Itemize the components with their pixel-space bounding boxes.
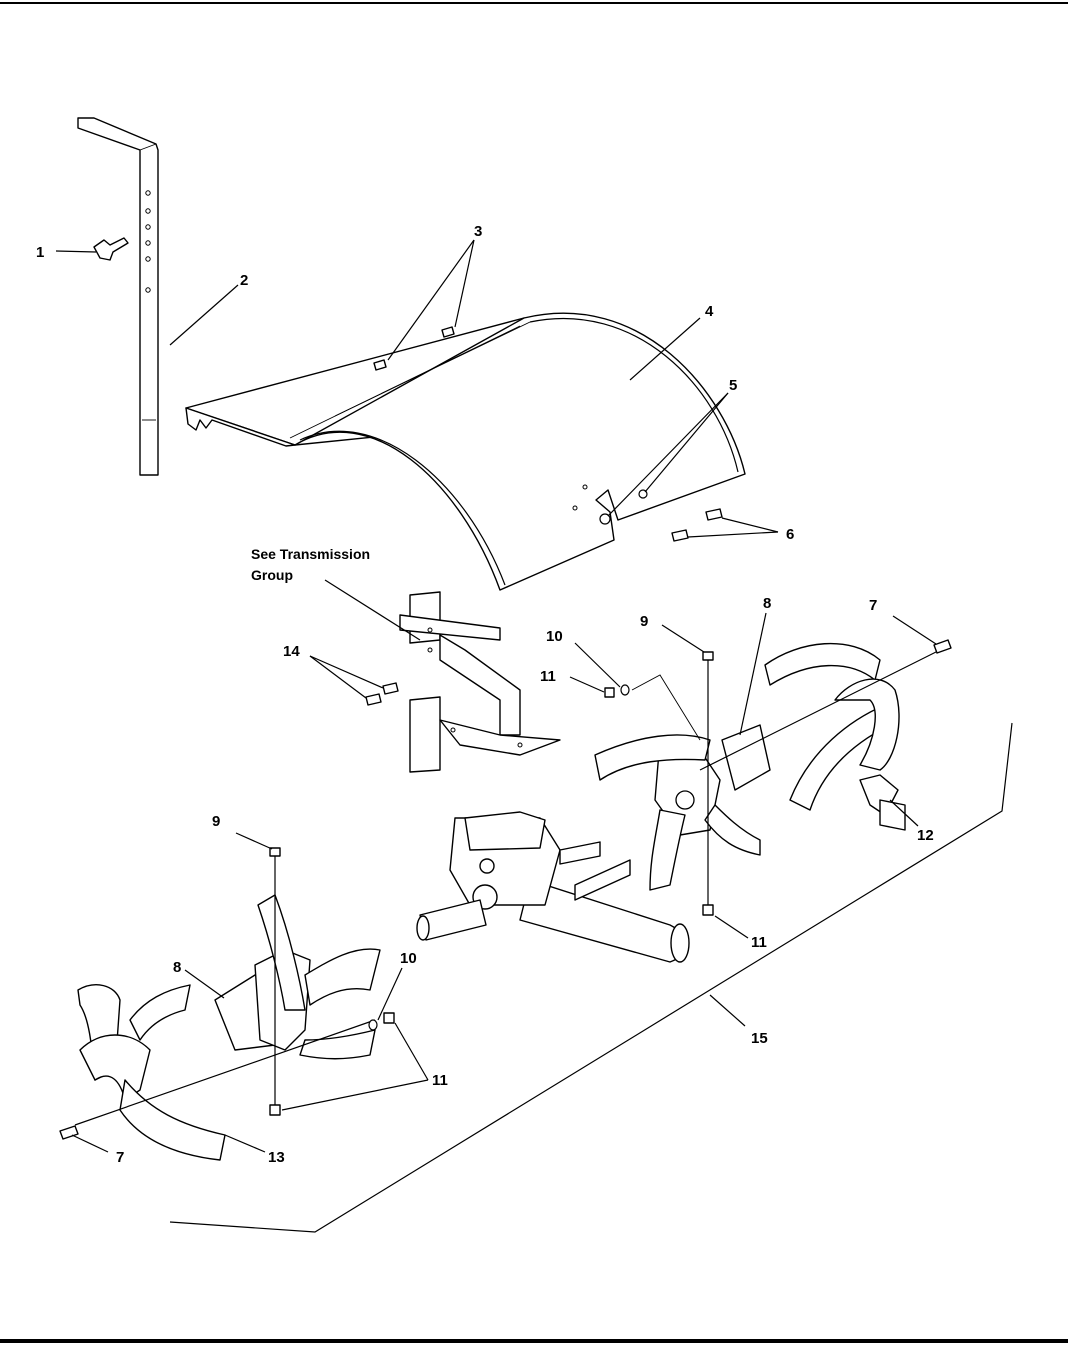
- callout-2: 2: [240, 272, 248, 289]
- callout-4: 4: [705, 303, 714, 320]
- tine-bolt-vertical-left: [269, 847, 281, 1116]
- left-tine-assembly: [74, 894, 381, 1161]
- tine-hood: [185, 312, 746, 591]
- hood-bolt: [671, 508, 723, 542]
- callout-10-left: 10: [400, 950, 417, 967]
- callout-9-right: 9: [640, 613, 648, 630]
- callout-9-left: 9: [212, 813, 220, 830]
- tine-shaft-assembly: [416, 811, 690, 963]
- tine-bolt-right: [933, 639, 952, 654]
- callout-6: 6: [786, 526, 794, 543]
- hood-screw: [373, 326, 455, 371]
- callout-10-right: 10: [546, 628, 563, 645]
- tine-bolt-left: [59, 1125, 79, 1140]
- callout-11-left: 11: [432, 1072, 448, 1089]
- tine-bolt-vertical-right: [702, 651, 714, 916]
- callout-8-left: 8: [173, 959, 181, 976]
- callout-11-mid: 11: [751, 934, 767, 951]
- callout-8-right: 8: [763, 595, 771, 612]
- wing-pin: [93, 237, 129, 261]
- callout-12: 12: [917, 827, 934, 844]
- depth-bar: [77, 117, 159, 476]
- bracket-bolt: [365, 682, 399, 706]
- leader-lines: [55, 239, 937, 1153]
- callout-11-right: 11: [540, 668, 556, 685]
- callout-7-left: 7: [116, 1149, 124, 1166]
- hood-bracket: [399, 591, 561, 773]
- nut-washer-right: [604, 674, 701, 741]
- see-transmission-note-line1: See Transmission: [251, 546, 370, 562]
- see-transmission-note-line2: Group: [251, 567, 293, 583]
- callout-3: 3: [474, 223, 482, 240]
- callout-15: 15: [751, 1030, 768, 1047]
- callout-7-right: 7: [869, 597, 877, 614]
- callout-5: 5: [729, 377, 737, 394]
- callout-labels: 1 2 3 4 5 6 7 8 9 10 11 14 12 11 15 9 8 …: [36, 223, 934, 1166]
- see-transmission-note: See Transmission Group: [251, 546, 374, 583]
- shaft-outline: [169, 722, 1013, 1233]
- right-tine-assembly: [594, 642, 941, 891]
- callout-14: 14: [283, 643, 300, 660]
- callout-13: 13: [268, 1149, 285, 1166]
- nut-washer-left: [368, 1012, 395, 1031]
- callout-1: 1: [36, 244, 44, 261]
